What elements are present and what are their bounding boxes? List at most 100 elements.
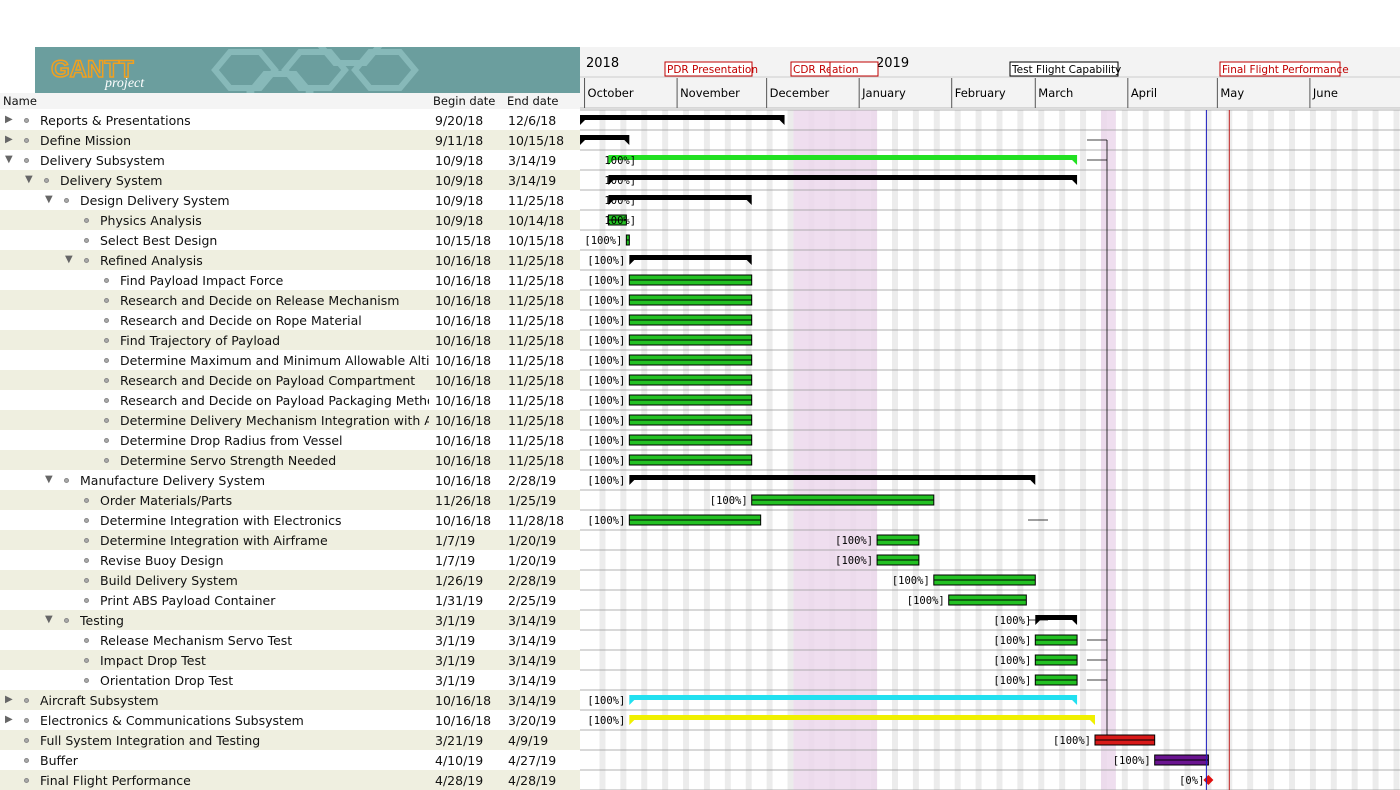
task-progress-label: [100%] xyxy=(587,255,625,267)
month-label: February xyxy=(955,86,1006,100)
task-progress-label: [100%] xyxy=(587,375,625,387)
summary-bar-cap xyxy=(608,180,614,185)
task-bullet-icon xyxy=(84,518,89,523)
task-name: Research and Decide on Rope Material xyxy=(120,313,362,328)
task-end-date: 11/25/18 xyxy=(508,273,565,288)
logo-sub-text: project xyxy=(104,76,145,91)
task-name: Print ABS Payload Container xyxy=(100,593,276,608)
task-bullet-icon xyxy=(84,218,89,223)
task-row[interactable]: Research and Decide on Payload Compartme… xyxy=(0,370,580,390)
task-begin-date: 3/1/19 xyxy=(435,613,476,628)
summary-bar xyxy=(608,155,1078,160)
task-end-date: 4/9/19 xyxy=(508,733,549,748)
task-begin-date: 4/10/19 xyxy=(435,753,484,768)
logo-hexagons: GANTT project xyxy=(50,47,419,94)
task-end-date: 2/25/19 xyxy=(508,593,557,608)
summary-bar-cap xyxy=(608,160,614,165)
task-end-date: 3/14/19 xyxy=(508,653,557,668)
task-begin-date: 10/9/18 xyxy=(435,153,484,168)
task-progress-label: [100%] xyxy=(993,635,1031,647)
task-row[interactable]: Research and Decide on Release Mechanism… xyxy=(0,290,580,310)
summary-bar-cap xyxy=(746,200,752,205)
expand-triangle-icon[interactable]: ▶ xyxy=(5,114,13,125)
task-begin-date: 10/16/18 xyxy=(435,313,492,328)
collapse-triangle-icon[interactable]: ▼ xyxy=(5,154,13,165)
task-row[interactable]: Determine Maximum and Minimum Allowable … xyxy=(0,350,580,370)
task-bullet-icon xyxy=(24,158,29,163)
task-begin-date: 10/16/18 xyxy=(435,393,492,408)
column-header-name[interactable]: Name xyxy=(3,94,37,108)
task-progress-label: 100%] xyxy=(604,175,636,187)
task-progress-label: [100%] xyxy=(587,695,625,707)
collapse-triangle-icon[interactable]: ▼ xyxy=(65,254,73,265)
task-name: Find Trajectory of Payload xyxy=(120,333,281,348)
task-begin-date: 1/31/19 xyxy=(435,593,484,608)
task-begin-date: 10/9/18 xyxy=(435,193,484,208)
task-name: Full System Integration and Testing xyxy=(40,733,261,748)
summary-bar-cap xyxy=(629,700,635,705)
expand-triangle-icon[interactable]: ▶ xyxy=(5,134,13,145)
collapse-triangle-icon[interactable]: ▼ xyxy=(45,194,53,205)
task-progress-label: [100%] xyxy=(907,595,945,607)
task-name: Design Delivery System xyxy=(80,193,230,208)
task-name: Build Delivery System xyxy=(100,573,238,588)
month-label: June xyxy=(1312,86,1338,100)
collapse-triangle-icon[interactable]: ▼ xyxy=(45,614,53,625)
task-row[interactable]: Determine Delivery Mechanism Integration… xyxy=(0,410,580,430)
task-row[interactable]: Research and Decide on Rope Material 10/1… xyxy=(0,310,580,330)
task-begin-date: 9/20/18 xyxy=(435,113,484,128)
task-row[interactable]: Print ABS Payload Container 1/31/19 2/25/1… xyxy=(0,590,580,610)
task-row[interactable]: Research and Decide on Payload Packaging… xyxy=(0,390,580,410)
task-name: Physics Analysis xyxy=(100,213,202,228)
task-begin-date: 10/16/18 xyxy=(435,273,492,288)
task-name: Determine Drop Radius from Vessel xyxy=(120,433,343,448)
year-label: 2019 xyxy=(876,56,909,71)
task-bullet-icon xyxy=(104,298,109,303)
expand-triangle-icon[interactable]: ▶ xyxy=(5,694,13,705)
task-begin-date: 10/16/18 xyxy=(435,693,492,708)
summary-bar-cap xyxy=(624,140,630,145)
task-name: Electronics & Communications Subsystem xyxy=(40,713,304,728)
task-progress-label: [100%] xyxy=(1113,755,1151,767)
column-header-begin[interactable]: Begin date xyxy=(433,94,496,108)
summary-bar-cap xyxy=(1089,720,1095,725)
column-header-end[interactable]: End date xyxy=(507,94,559,108)
expand-triangle-icon[interactable]: ▶ xyxy=(5,714,13,725)
collapse-triangle-icon[interactable]: ▼ xyxy=(45,474,53,485)
task-end-date: 10/14/18 xyxy=(508,213,565,228)
month-label: November xyxy=(680,86,740,100)
month-label: May xyxy=(1220,86,1244,100)
milestone-label: Final Flight Performance xyxy=(1222,64,1349,76)
task-bullet-icon xyxy=(104,358,109,363)
collapse-triangle-icon[interactable]: ▼ xyxy=(25,174,33,185)
task-begin-date: 10/16/18 xyxy=(435,333,492,348)
task-name: Orientation Drop Test xyxy=(100,673,234,688)
